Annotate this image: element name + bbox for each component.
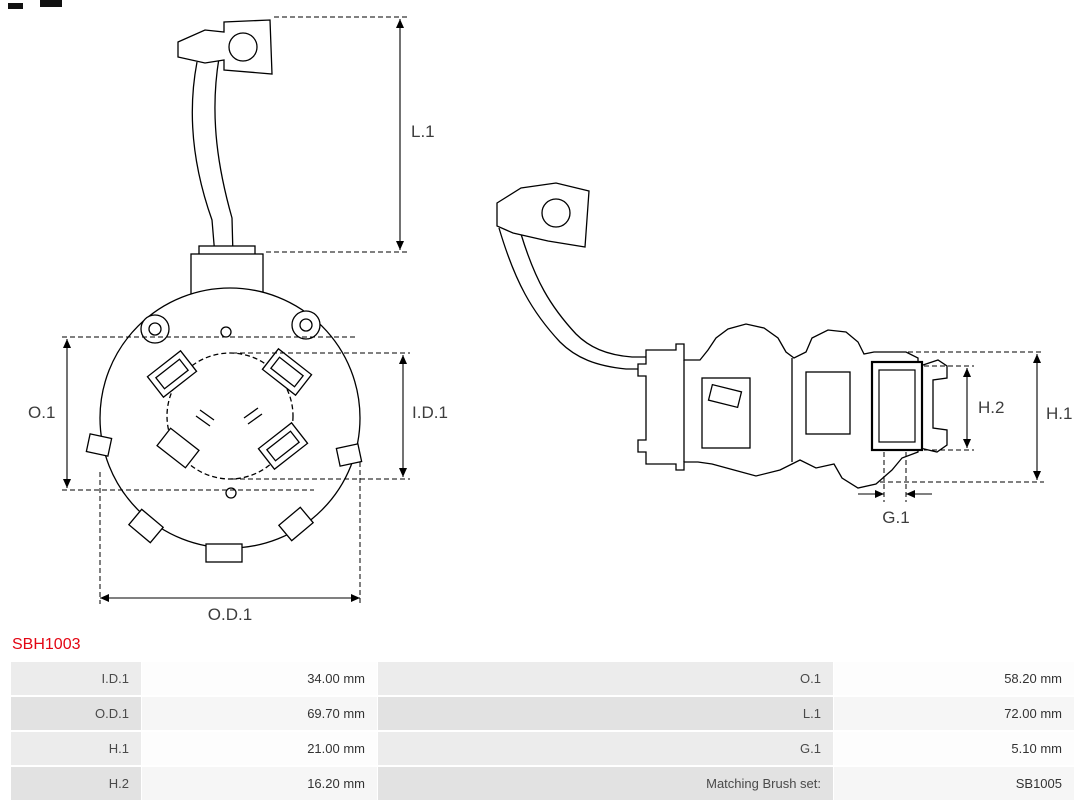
brush-boxes [146,347,313,471]
spec-label: H.2 [11,767,141,800]
dimension-h1: H.1 [880,351,1072,483]
spec-value: 69.70 mm [142,697,377,730]
dim-label-h1: H.1 [1046,404,1072,423]
spec-value: 16.20 mm [142,767,377,800]
spec-value: 34.00 mm [142,662,377,695]
dimension-id1: I.D.1 [232,352,448,480]
dimension-h2: H.2 [924,365,1004,451]
spec-value: 58.20 mm [834,662,1074,695]
dim-label-o1: O.1 [28,403,55,422]
spec-value: 5.10 mm [834,732,1074,765]
spec-label: I.D.1 [11,662,141,695]
dimension-l1: L.1 [266,16,435,253]
spec-table: I.D.1 34.00 mm O.1 58.20 mm O.D.1 69.70 … [10,660,1075,802]
dimension-o1: O.1 [28,336,357,491]
spec-label: G.1 [378,732,833,765]
spec-value: SB1005 [834,767,1074,800]
side-brush-box [870,360,924,452]
tab-hole-side [541,198,571,228]
table-row: O.D.1 69.70 mm L.1 72.00 mm [11,697,1074,730]
spec-label: O.1 [378,662,833,695]
dim-label-id1: I.D.1 [412,403,448,422]
dimension-od1: O.D.1 [99,462,361,624]
dim-label-g1: G.1 [882,508,909,527]
technical-drawings: L.1 O.1 I.D.1 O.D.1 [8,0,1072,624]
dim-label-h2: H.2 [978,398,1004,417]
spec-label: Matching Brush set: [378,767,833,800]
dimension-g1: G.1 [858,452,932,527]
corner-marks [8,0,62,9]
table-row: H.2 16.20 mm Matching Brush set: SB1005 [11,767,1074,800]
spec-label: O.D.1 [11,697,141,730]
spec-value: 21.00 mm [142,732,377,765]
dim-label-od1: O.D.1 [208,605,252,624]
tab-hole [228,32,258,62]
part-number: SBH1003 [12,636,81,653]
spec-label: L.1 [378,697,833,730]
side-view-drawing [496,182,948,489]
dim-label-l1: L.1 [411,122,435,141]
spec-label: H.1 [11,732,141,765]
front-view-drawing [85,19,363,563]
table-row: H.1 21.00 mm G.1 5.10 mm [11,732,1074,765]
holder-plate [99,287,361,549]
table-row: I.D.1 34.00 mm O.1 58.20 mm [11,662,1074,695]
terminal-tab [177,19,273,75]
spec-value: 72.00 mm [834,697,1074,730]
inner-diameter-circle [166,352,294,480]
